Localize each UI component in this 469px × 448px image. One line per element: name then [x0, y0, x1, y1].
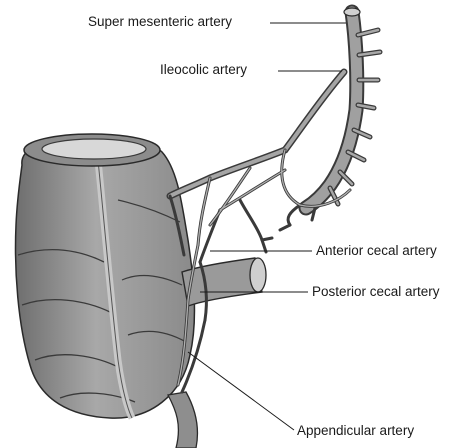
cecum: [16, 134, 195, 418]
label-superior-mesenteric-artery: Super mesenteric artery: [88, 14, 232, 30]
ileocolic-artery: [170, 72, 344, 196]
leader-lines: [188, 23, 346, 430]
label-appendicular-artery: Appendicular artery: [297, 423, 414, 439]
label-ileocolic-artery: Ileocolic artery: [160, 62, 247, 78]
appendix: [168, 392, 198, 448]
leader-appendicular: [188, 352, 294, 430]
label-anterior-cecal-artery: Anterior cecal artery: [316, 243, 437, 259]
label-posterior-cecal-artery: Posterior cecal artery: [312, 284, 440, 300]
